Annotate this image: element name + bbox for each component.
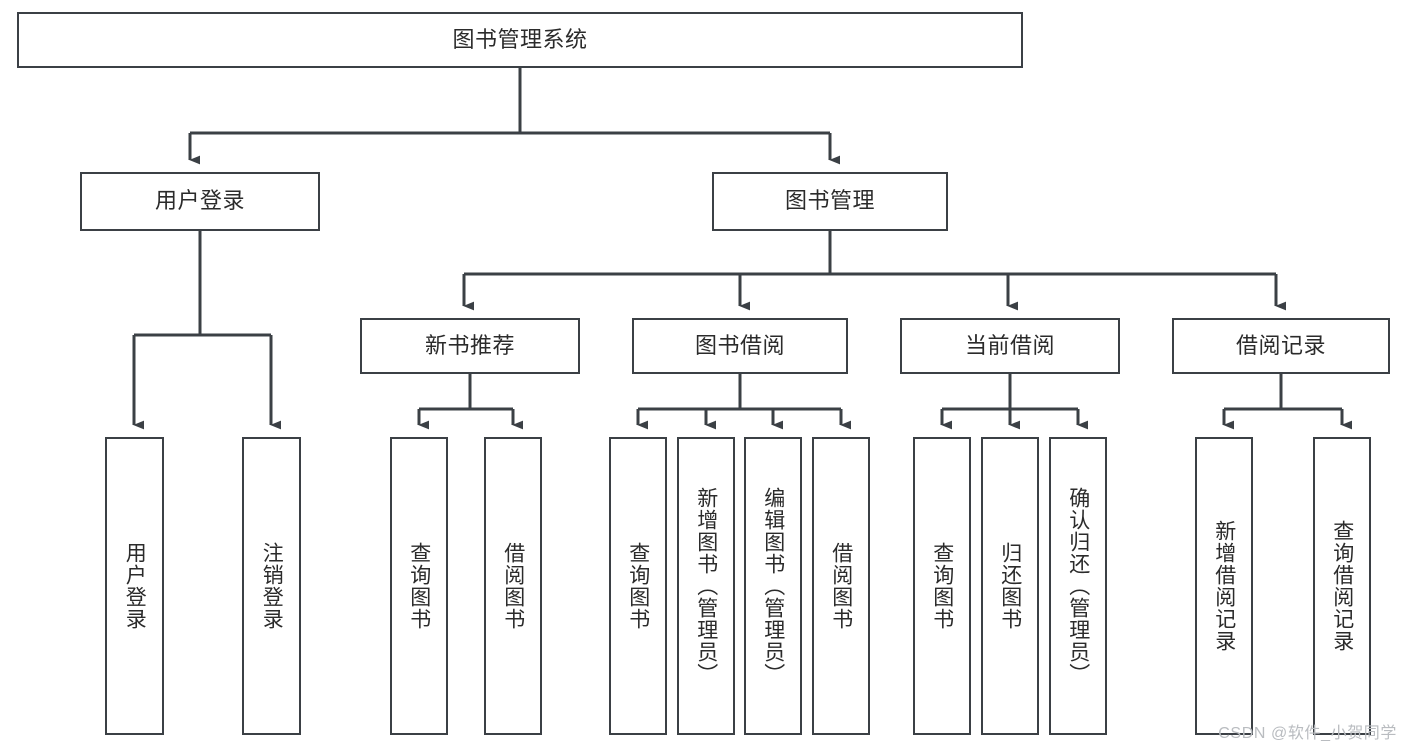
node-leaf-record-search-label: 查询借阅记录 xyxy=(1330,520,1354,652)
node-leaf-borrow-lend-book[interactable]: 借阅图书 xyxy=(812,437,870,735)
node-book-borrow-label: 图书借阅 xyxy=(694,332,785,358)
node-leaf-record-search[interactable]: 查询借阅记录 xyxy=(1313,437,1371,735)
node-borrow-record[interactable]: 借阅记录 xyxy=(1172,318,1390,374)
csdn-watermark: CSDN @软件_小贺同学 xyxy=(1218,725,1397,742)
node-new-book-recommend-label: 新书推荐 xyxy=(424,332,515,358)
node-leaf-current-query-book-label: 查询图书 xyxy=(930,542,954,630)
node-leaf-borrow-add-book[interactable]: 新增图书（管理员） xyxy=(677,437,735,735)
node-leaf-user-login-label: 用户登录 xyxy=(123,542,147,630)
node-root[interactable]: 图书管理系统 xyxy=(17,12,1023,68)
node-leaf-current-query-book[interactable]: 查询图书 xyxy=(913,437,971,735)
node-user-login-label: 用户登录 xyxy=(154,188,245,214)
node-borrow-record-label: 借阅记录 xyxy=(1235,332,1326,358)
node-book-manage[interactable]: 图书管理 xyxy=(712,172,948,231)
node-root-label: 图书管理系统 xyxy=(452,26,588,52)
node-leaf-recommend-query-book[interactable]: 查询图书 xyxy=(390,437,448,735)
node-leaf-borrow-add-book-label: 新增图书（管理员） xyxy=(694,487,718,685)
node-leaf-borrow-query-book-label: 查询图书 xyxy=(626,542,650,630)
node-book-manage-label: 图书管理 xyxy=(784,188,875,214)
node-leaf-recommend-borrow-book[interactable]: 借阅图书 xyxy=(484,437,542,735)
node-leaf-current-confirm-return-label: 确认归还（管理员） xyxy=(1066,487,1090,685)
node-leaf-user-logout-label: 注销登录 xyxy=(260,542,284,630)
node-leaf-borrow-edit-book-label: 编辑图书（管理员） xyxy=(761,487,785,685)
node-leaf-borrow-lend-book-label: 借阅图书 xyxy=(829,542,853,630)
node-leaf-current-confirm-return[interactable]: 确认归还（管理员） xyxy=(1049,437,1107,735)
node-leaf-current-return-book[interactable]: 归还图书 xyxy=(981,437,1039,735)
node-book-borrow[interactable]: 图书借阅 xyxy=(632,318,848,374)
node-leaf-user-login[interactable]: 用户登录 xyxy=(105,437,164,735)
node-leaf-borrow-edit-book[interactable]: 编辑图书（管理员） xyxy=(744,437,802,735)
node-user-login[interactable]: 用户登录 xyxy=(80,172,320,231)
node-leaf-recommend-borrow-book-label: 借阅图书 xyxy=(501,542,525,630)
node-leaf-current-return-book-label: 归还图书 xyxy=(998,542,1022,630)
node-leaf-borrow-query-book[interactable]: 查询图书 xyxy=(609,437,667,735)
node-leaf-record-add-label: 新增借阅记录 xyxy=(1212,520,1236,652)
node-leaf-record-add[interactable]: 新增借阅记录 xyxy=(1195,437,1253,735)
node-leaf-recommend-query-book-label: 查询图书 xyxy=(407,542,431,630)
node-leaf-user-logout[interactable]: 注销登录 xyxy=(242,437,301,735)
node-new-book-recommend[interactable]: 新书推荐 xyxy=(360,318,580,374)
node-current-borrow-label: 当前借阅 xyxy=(964,332,1055,358)
node-current-borrow[interactable]: 当前借阅 xyxy=(900,318,1120,374)
